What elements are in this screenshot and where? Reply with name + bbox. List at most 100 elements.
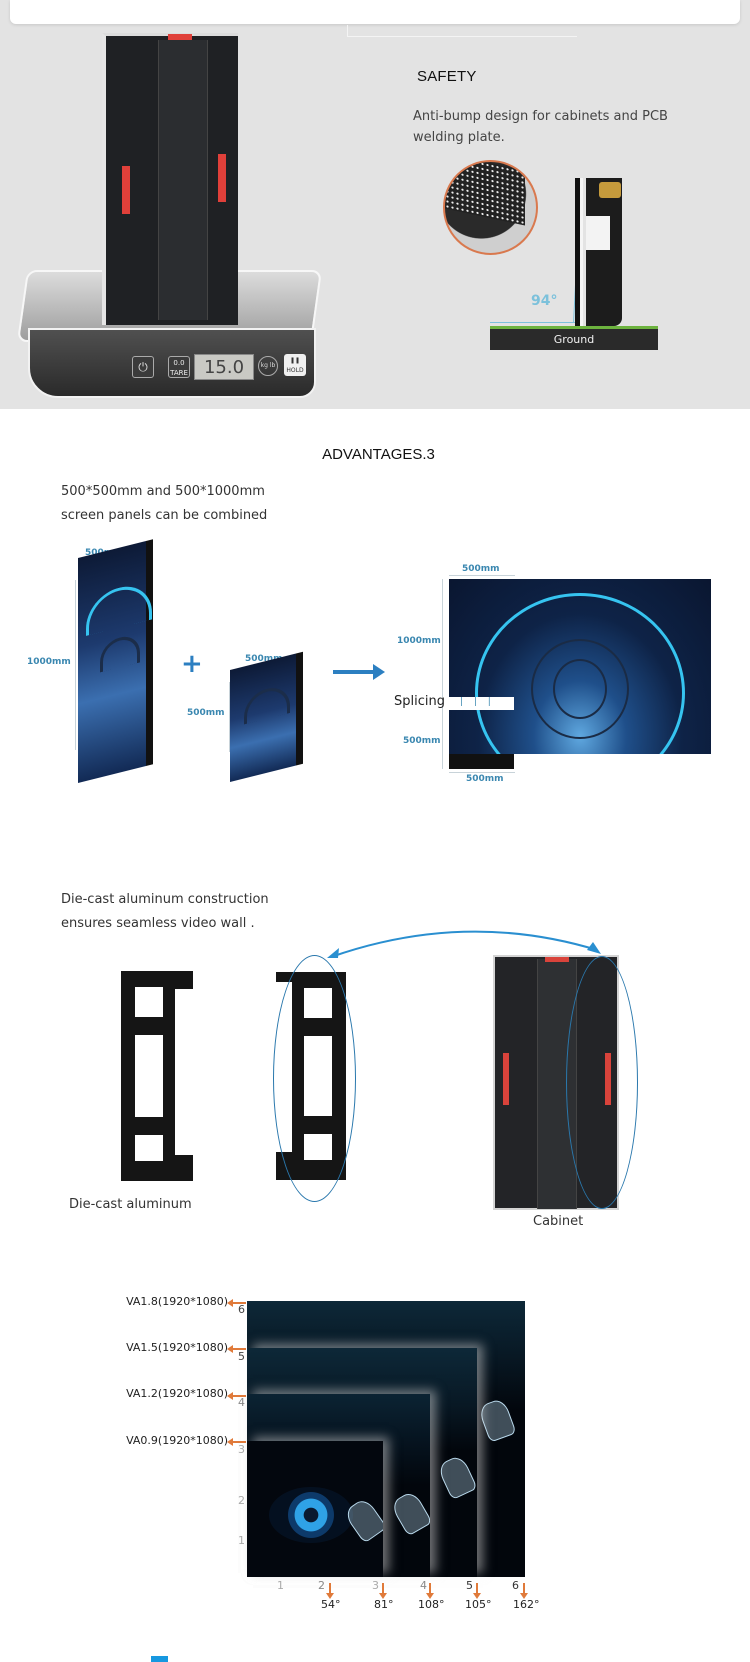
scale-unit-icon: kg lb — [258, 356, 278, 376]
led-panel-500x1000-image — [78, 539, 153, 783]
cabinet-label: Cabinet — [533, 1214, 584, 1229]
dimension-label: 500mm — [466, 774, 504, 784]
arrow-left-icon — [227, 1299, 246, 1307]
description-line: Die-cast aluminum construction — [61, 892, 269, 907]
pcb-detail-zoom-image — [443, 160, 538, 255]
arrow-right-icon — [333, 664, 385, 680]
highlight-ellipse — [566, 956, 638, 1209]
diecast-frame-image — [121, 971, 193, 1181]
arrow-down-icon — [473, 1583, 481, 1599]
y-tick: 6 — [238, 1303, 245, 1316]
top-card — [10, 0, 740, 24]
cabinet-handle — [545, 957, 569, 962]
panel-arc — [244, 683, 290, 725]
profile-lock — [599, 182, 621, 198]
cabinet-profile-image — [575, 178, 627, 326]
cabinet-handle — [168, 34, 192, 40]
ground-label: Ground — [490, 326, 658, 350]
y-tick: 1 — [238, 1534, 245, 1547]
panel-arc — [86, 579, 152, 637]
description-line: ensures seamless video wall . — [61, 916, 255, 931]
scale-tare-button: 0.0 TARE — [168, 356, 190, 378]
arrow-down-icon — [379, 1583, 387, 1599]
dimension-label: 1000mm — [27, 657, 71, 667]
arrow-left-icon — [227, 1438, 246, 1446]
dimension-line — [75, 580, 76, 750]
power-icon: ⏻ — [132, 356, 154, 378]
arrow-left-icon — [227, 1345, 246, 1353]
angle-value: 108° — [418, 1598, 445, 1611]
combined-video-wall-image — [449, 579, 711, 754]
highlight-ellipse — [273, 955, 356, 1202]
tare-value: 0.0 — [173, 359, 185, 367]
y-tick: 2 — [238, 1494, 245, 1507]
section-description: Die-cast aluminum construction ensures s… — [61, 888, 269, 936]
profile-edge — [575, 178, 583, 326]
frame-opening — [135, 1135, 163, 1161]
angle-guide-line — [490, 322, 575, 323]
scale-reading: 15.0 — [194, 354, 254, 380]
dimension-line — [229, 682, 230, 752]
va-label: VA1.8(1920*1080) — [126, 1295, 228, 1308]
x-tick: 3 — [372, 1579, 379, 1592]
profile-body — [586, 178, 622, 326]
description-line: 500*500mm and 500*1000mm — [61, 484, 265, 499]
splicing-marker — [446, 697, 514, 710]
va-label: VA1.5(1920*1080) — [126, 1341, 228, 1354]
va-label: VA0.9(1920*1080) — [126, 1434, 228, 1447]
arrow-down-icon — [326, 1583, 334, 1599]
section-description: 500*500mm and 500*1000mm screen panels c… — [61, 480, 267, 528]
divider-line — [347, 25, 348, 37]
panel-arc — [100, 632, 140, 673]
cabinet-spine — [158, 40, 208, 320]
dimension-line — [449, 772, 515, 773]
splicing-label: Splicing — [394, 694, 445, 709]
scale-hold-button: ❚❚ HOLD — [284, 354, 306, 376]
x-tick: 2 — [318, 1579, 325, 1592]
y-tick: 5 — [238, 1350, 245, 1363]
cabinet-on-scale-image — [102, 33, 238, 325]
angle-value: 105° — [465, 1598, 492, 1611]
curved-arrow-icon — [327, 930, 601, 958]
panel-gap — [449, 754, 514, 769]
frame-label: Die-cast aluminum — [69, 1197, 192, 1212]
dimension-line — [442, 579, 443, 769]
angle-value: 54° — [321, 1598, 341, 1611]
dimension-line — [449, 575, 515, 576]
dimension-label: 500mm — [403, 736, 441, 746]
hold-label: HOLD — [286, 367, 304, 374]
x-tick: 1 — [277, 1579, 284, 1592]
dimension-label: 500mm — [187, 708, 225, 718]
wall-arc — [553, 659, 607, 719]
weighing-scale-image: ⏻ 0.0 TARE 15.0 kg lb ❚❚ HOLD — [16, 270, 323, 405]
screen-va0-9 — [247, 1441, 383, 1577]
x-tick: 5 — [466, 1579, 473, 1592]
frame-opening — [135, 1035, 163, 1117]
section-title: SAFETY — [417, 68, 477, 85]
x-tick: 6 — [512, 1579, 519, 1592]
arrow-down-icon — [426, 1583, 434, 1599]
dimension-label: 500mm — [462, 564, 500, 574]
cabinet-handle — [218, 154, 226, 202]
hand-graphic — [477, 1397, 517, 1443]
arrow-down-icon — [520, 1583, 528, 1599]
splicing-ticks: | | | — [460, 697, 495, 707]
cabinet-handle — [503, 1053, 509, 1105]
cabinet-handle — [122, 166, 130, 214]
hand-graphic — [389, 1489, 430, 1537]
x-tick: 4 — [420, 1579, 427, 1592]
angle-value: 81° — [374, 1598, 394, 1611]
angle-value: 162° — [513, 1598, 540, 1611]
arrow-left-icon — [227, 1392, 246, 1400]
eye-graphic — [269, 1487, 353, 1543]
va-label: VA1.2(1920*1080) — [126, 1387, 228, 1400]
dimension-label: 1000mm — [397, 636, 441, 646]
tare-label: TARE — [170, 369, 188, 377]
section-accent-marker — [151, 1656, 168, 1662]
y-tick: 4 — [238, 1396, 245, 1409]
led-matrix — [445, 162, 525, 226]
plus-icon: + — [181, 649, 203, 679]
profile-plate — [586, 216, 610, 250]
hand-graphic — [436, 1453, 477, 1501]
section-description: Anti-bump design for cabinets and PCB we… — [413, 109, 668, 145]
